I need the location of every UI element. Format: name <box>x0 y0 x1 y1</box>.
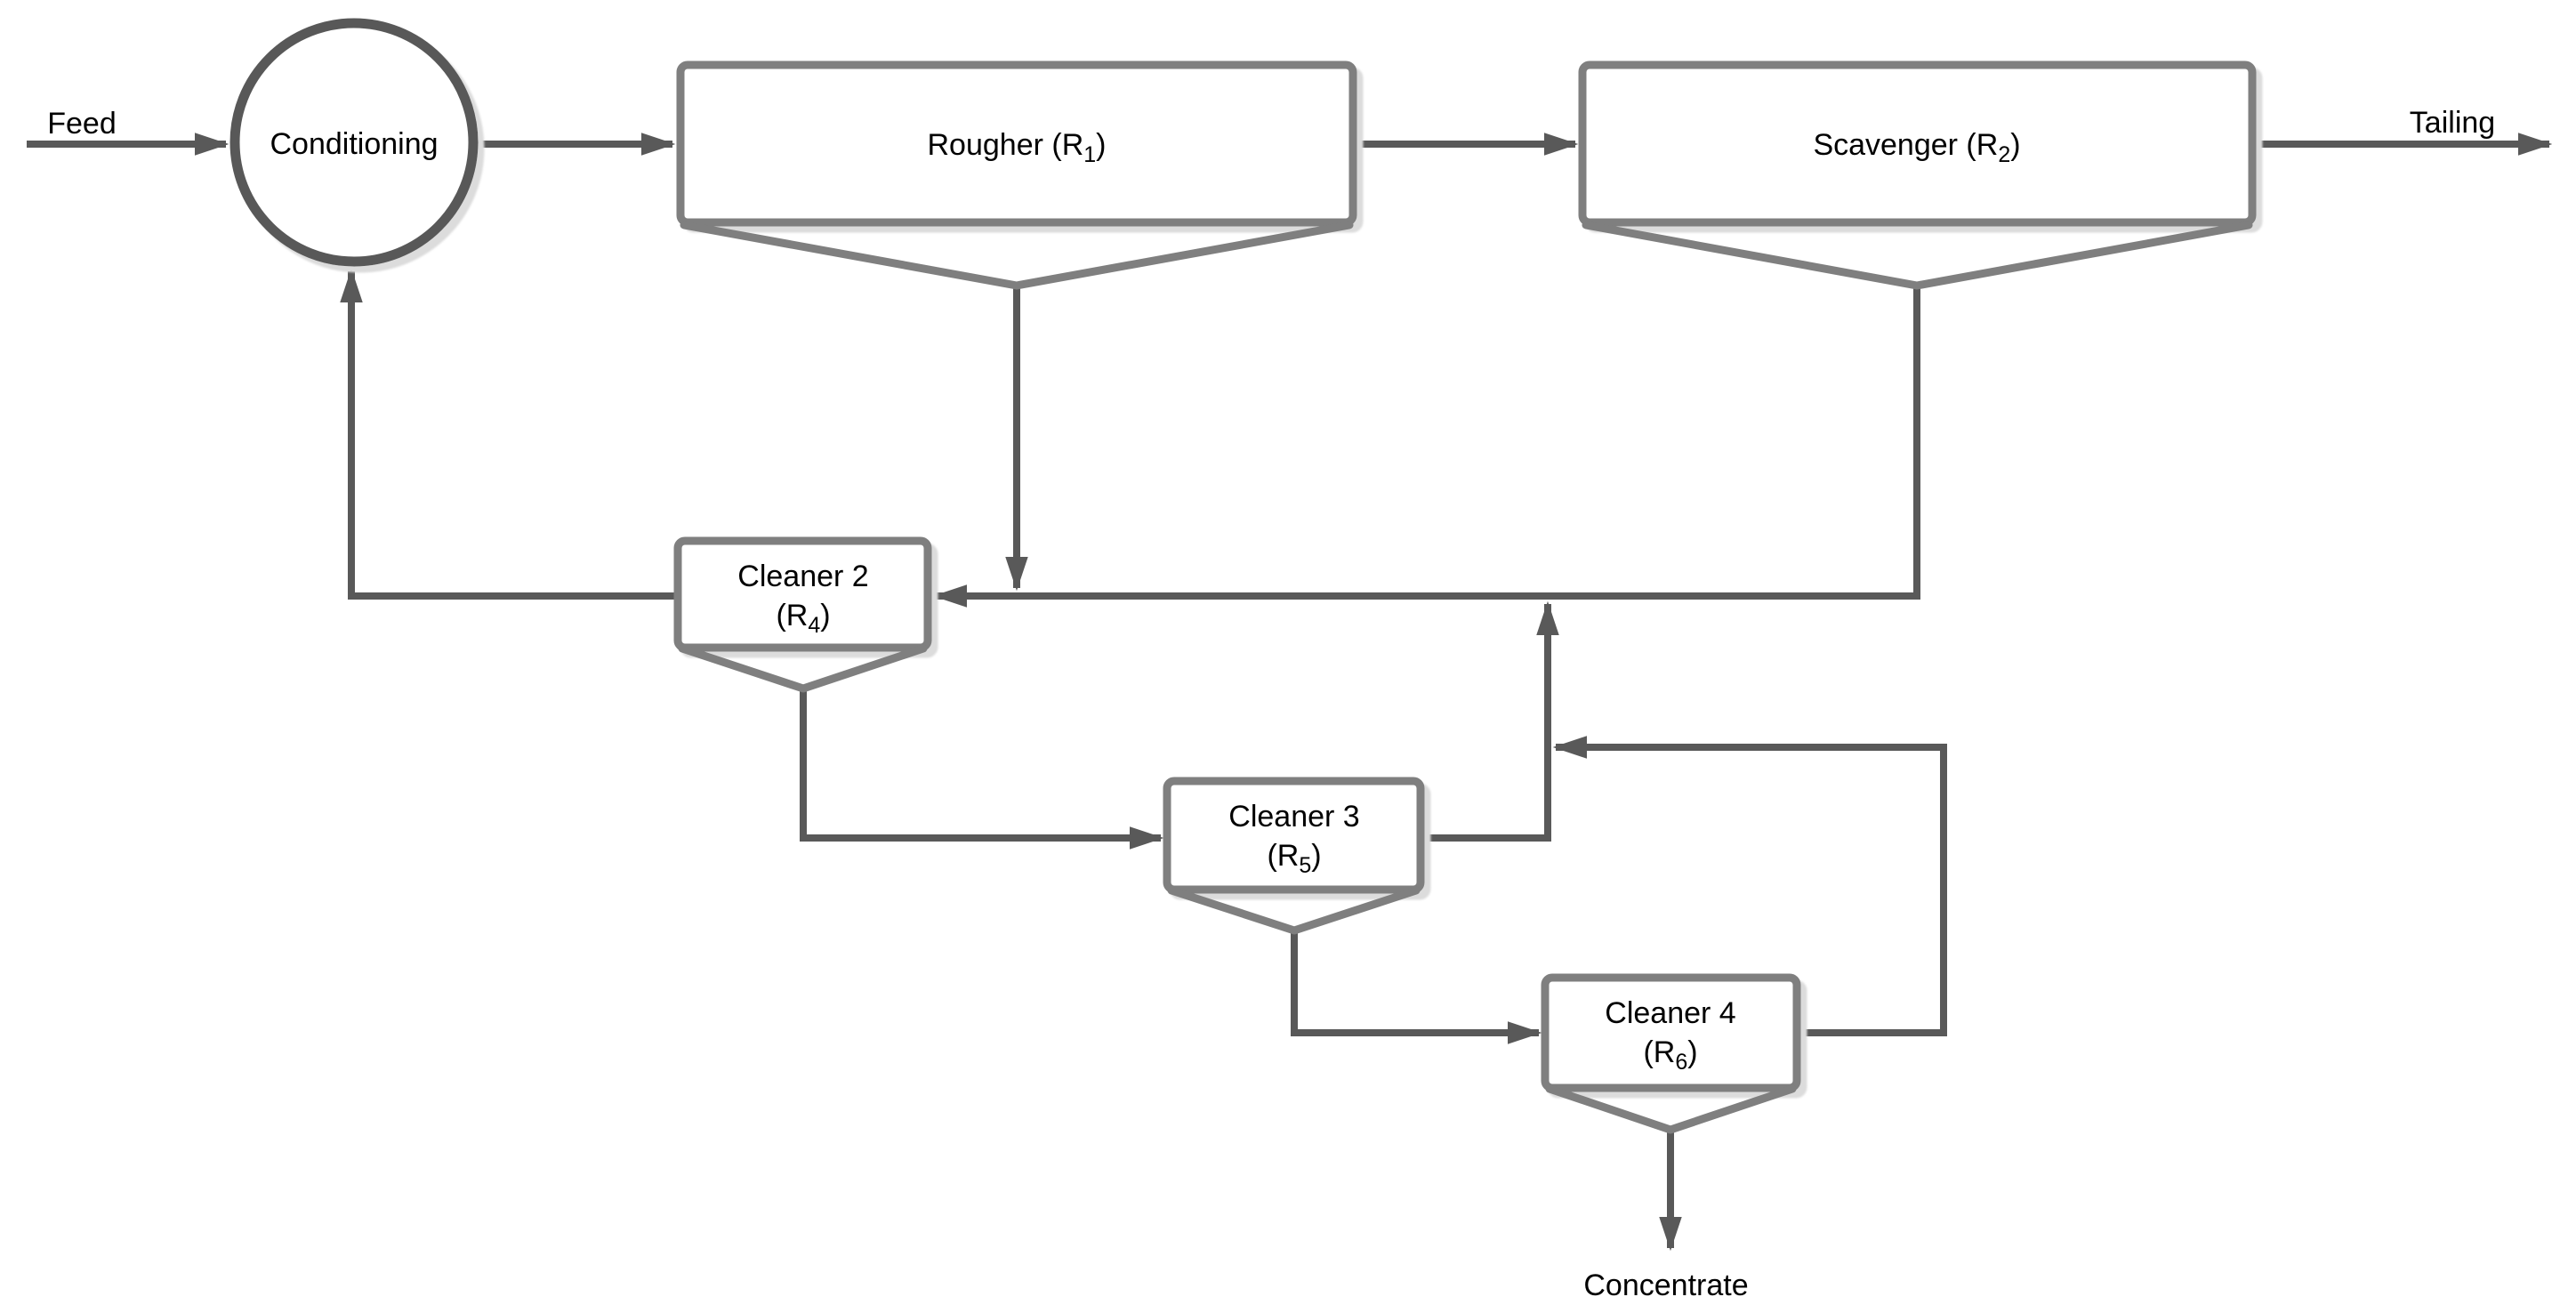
cleaner2-box <box>673 536 932 652</box>
cleaner4-funnel <box>1545 1084 1797 1134</box>
scavenger-label-sub: 2 <box>1998 142 2010 167</box>
cleaner3-label-close: ) <box>1311 839 1321 873</box>
cleaner2-label-line2: (R4) <box>776 599 830 638</box>
cleaner3-label-open: (R <box>1267 839 1299 873</box>
cleaner2-label-line1: Cleaner 2 <box>737 560 868 593</box>
concentrate-label: Concentrate <box>1583 1269 1748 1302</box>
scavenger-label-main: Scavenger (R <box>1813 128 1998 162</box>
cleaner4-label-sub: 6 <box>1675 1050 1687 1075</box>
cleaner4-label-close: ) <box>1687 1035 1697 1069</box>
cleaner3-label-sub: 5 <box>1299 853 1311 878</box>
cleaner3-label-line2: (R5) <box>1267 839 1321 878</box>
cleaner3-concentrate-to-cleaner4-arrow <box>1291 930 1542 1044</box>
scavenger-label-close: ) <box>2010 128 2020 162</box>
cleaner4-label-line1: Cleaner 4 <box>1605 996 1735 1030</box>
cleaner4-box <box>1541 973 1801 1092</box>
cleaner2-label-open: (R <box>776 599 808 632</box>
cleaner3-label-line1: Cleaner 3 <box>1228 800 1359 834</box>
cleaner2-funnel <box>678 644 928 693</box>
cleaner4-label-line2: (R6) <box>1643 1035 1697 1075</box>
cleaner2-label-sub: 4 <box>808 613 820 638</box>
cleaner2-label-close: ) <box>820 599 830 632</box>
conditioning-label: Conditioning <box>270 127 438 161</box>
rougher-label: Rougher (R1) <box>928 128 1107 167</box>
cleaner2-tailing-recycle-arrow <box>340 268 678 600</box>
scavenger-concentrate-to-cleaner2-arrow <box>932 286 1920 608</box>
rougher-funnel <box>680 221 1354 290</box>
tailing-label: Tailing <box>2410 106 2495 140</box>
scavenger-funnel <box>1582 221 2253 290</box>
cleaner3-funnel <box>1167 886 1421 935</box>
scavenger-label: Scavenger (R2) <box>1813 128 2020 167</box>
feed-label: Feed <box>47 107 117 141</box>
rougher-box <box>676 60 1357 227</box>
scavenger-box <box>1578 60 2257 227</box>
cleaner3-box <box>1163 777 1425 894</box>
rougher-label-main: Rougher (R <box>928 128 1084 162</box>
cleaner2-concentrate-to-cleaner3-arrow <box>800 689 1164 850</box>
rougher-label-close: ) <box>1096 128 1106 162</box>
cleaner4-label-open: (R <box>1643 1035 1675 1069</box>
conditioning-circle <box>229 18 479 267</box>
cleaner3-tailing-recycle-arrow <box>1421 600 1559 842</box>
rougher-label-sub: 1 <box>1083 142 1096 167</box>
cleaner4-tailing-recycle-arrow <box>1552 736 1947 1036</box>
